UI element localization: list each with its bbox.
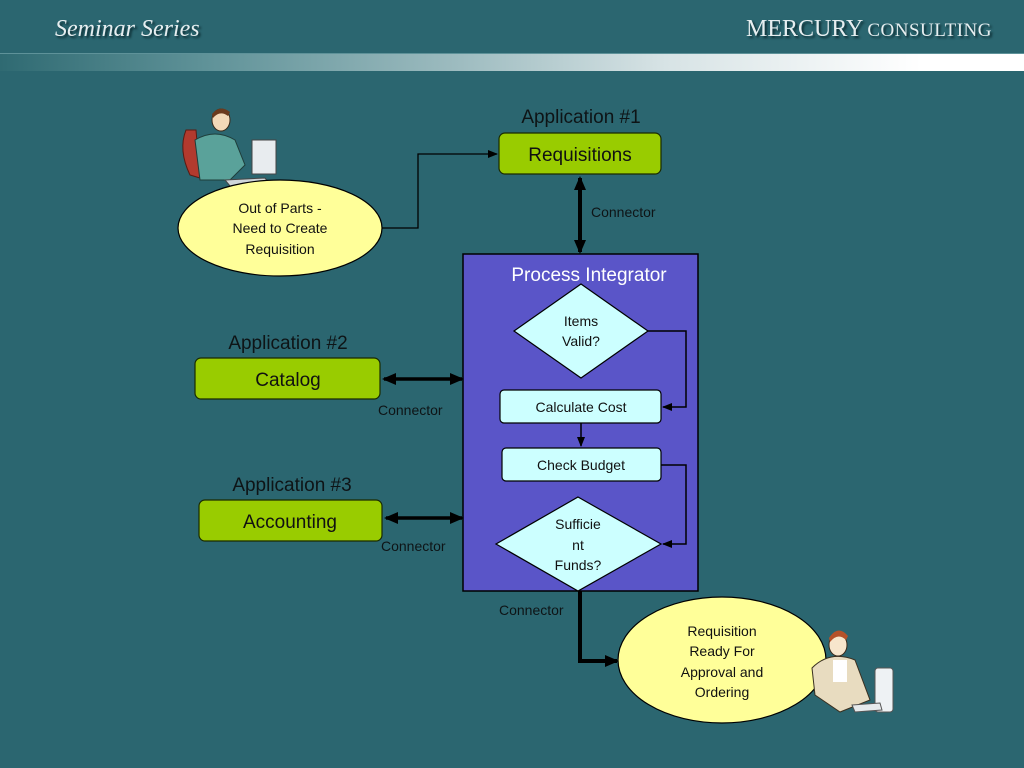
- person-at-computer-icon: [811, 630, 894, 713]
- decision1-line-1: Items: [564, 313, 598, 329]
- accounting-label: Accounting: [243, 512, 337, 533]
- catalog-app-box[interactable]: Catalog: [194, 357, 381, 400]
- process-integrator: Process Integrator Items Valid? Calculat…: [462, 253, 699, 592]
- calculate-cost-label: Calculate Cost: [535, 399, 626, 415]
- integrator-title: Process Integrator: [511, 265, 667, 286]
- end-node-line-3: Approval and: [681, 664, 764, 680]
- requisitions-label: Requisitions: [528, 145, 632, 166]
- decision2-line-3: Funds?: [555, 557, 602, 573]
- requisitions-app-box[interactable]: Requisitions: [498, 132, 662, 175]
- accounting-app-box[interactable]: Accounting: [198, 499, 383, 542]
- seminar-series-title: Seminar Series: [55, 16, 200, 42]
- sufficient-funds-decision: Sufficie nt Funds?: [494, 496, 663, 592]
- brand-sub: CONSULTING: [867, 20, 992, 41]
- app3-title: Application #3: [232, 475, 351, 496]
- check-budget-label: Check Budget: [537, 457, 625, 473]
- decision2-line-2: nt: [572, 537, 584, 553]
- catalog-label: Catalog: [255, 370, 321, 391]
- app1-title: Application #1: [521, 107, 640, 128]
- end-node-line-4: Ordering: [695, 684, 749, 700]
- app2-connector-label: Connector: [378, 402, 443, 418]
- start-node-line-2: Need to Create: [233, 220, 328, 236]
- header-divider: [0, 53, 1024, 54]
- header-gradient-bar: [0, 53, 1024, 71]
- brand-main: MERCURY: [745, 16, 864, 42]
- start-node: Out of Parts - Need to Create Requisitio…: [177, 179, 383, 277]
- calculate-cost-step: Calculate Cost: [499, 389, 662, 424]
- decision1-line-2: Valid?: [562, 333, 600, 349]
- app2-title: Application #2: [228, 333, 347, 354]
- end-node-line-1: Requisition: [687, 623, 756, 639]
- decision2-line-1: Sufficie: [555, 516, 601, 532]
- app1-connector-label: Connector: [591, 204, 656, 220]
- decision1-to-calculate-arrow: [648, 330, 687, 411]
- start-node-line-3: Requisition: [245, 241, 314, 257]
- end-node-line-2: Ready For: [689, 643, 755, 659]
- end-node: Requisition Ready For Approval and Order…: [617, 596, 827, 724]
- items-valid-decision: Items Valid?: [512, 283, 650, 379]
- output-connector-label: Connector: [499, 602, 564, 618]
- app3-connector-label: Connector: [381, 538, 446, 554]
- start-node-line-1: Out of Parts -: [238, 200, 322, 216]
- budget-to-decision2-arrow: [661, 464, 687, 548]
- check-budget-step: Check Budget: [501, 447, 662, 482]
- brand-logo: MERCURY CONSULTING: [746, 16, 992, 43]
- output-connector-arrow: [578, 591, 619, 667]
- person-at-computer-icon: [182, 108, 277, 187]
- start-to-requisitions-arrow: [382, 150, 498, 229]
